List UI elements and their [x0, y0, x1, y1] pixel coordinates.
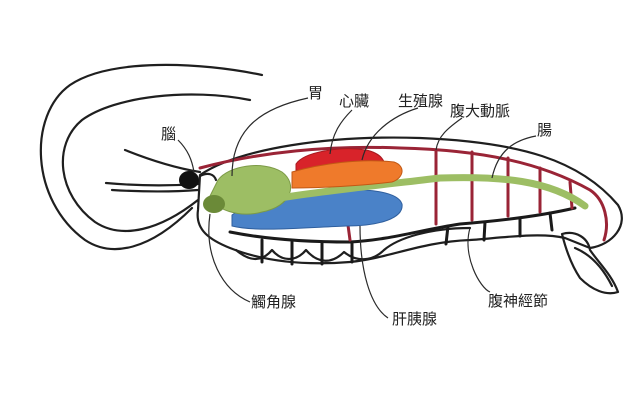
body-outline	[196, 136, 623, 265]
leader-antennal-gland	[208, 213, 251, 303]
label-gonad: 生殖腺	[398, 92, 443, 110]
leader-hepatopancreas	[359, 225, 389, 319]
antennule-lower-2	[110, 188, 200, 193]
uropod-outline	[573, 246, 614, 288]
telson-outline	[560, 231, 620, 295]
nerve-ganglion-5	[444, 224, 450, 246]
gonad-organ	[291, 160, 403, 189]
label-heart: 心臟	[339, 92, 369, 110]
intestine-organ	[276, 174, 589, 210]
nerve-ganglion-8	[548, 211, 554, 232]
leader-ventral-nerve-ganglia	[467, 227, 491, 293]
label-brain: 腦	[161, 125, 176, 143]
eyestalk	[198, 172, 218, 182]
antenna-outer	[39, 63, 264, 251]
label-stomach: 胃	[308, 84, 323, 102]
leader-gonad	[361, 107, 419, 161]
label-hepatopancreas: 肝胰腺	[392, 310, 437, 328]
label-ventral-nerve-ganglia: 腹神經節	[488, 292, 548, 310]
leader-brain	[177, 139, 195, 173]
leg-base-outline	[234, 226, 472, 262]
dorsal-artery	[198, 145, 608, 242]
label-intestine: 腸	[537, 121, 552, 139]
eye-icon	[179, 171, 199, 189]
nerve-ganglion-6	[482, 220, 487, 242]
label-antennal-gland: 觸角腺	[251, 293, 296, 311]
leader-stomach	[231, 97, 309, 177]
leader-heart	[329, 109, 353, 155]
antenna-inner	[61, 93, 252, 233]
leader-dorsal-artery	[435, 117, 463, 151]
antennule-upper	[123, 148, 202, 174]
label-dorsal-artery: 腹大動脈	[450, 102, 510, 120]
antennal-gland-organ	[203, 195, 225, 213]
leader-intestine	[491, 135, 537, 179]
ventral-nerve-cord	[228, 206, 577, 244]
